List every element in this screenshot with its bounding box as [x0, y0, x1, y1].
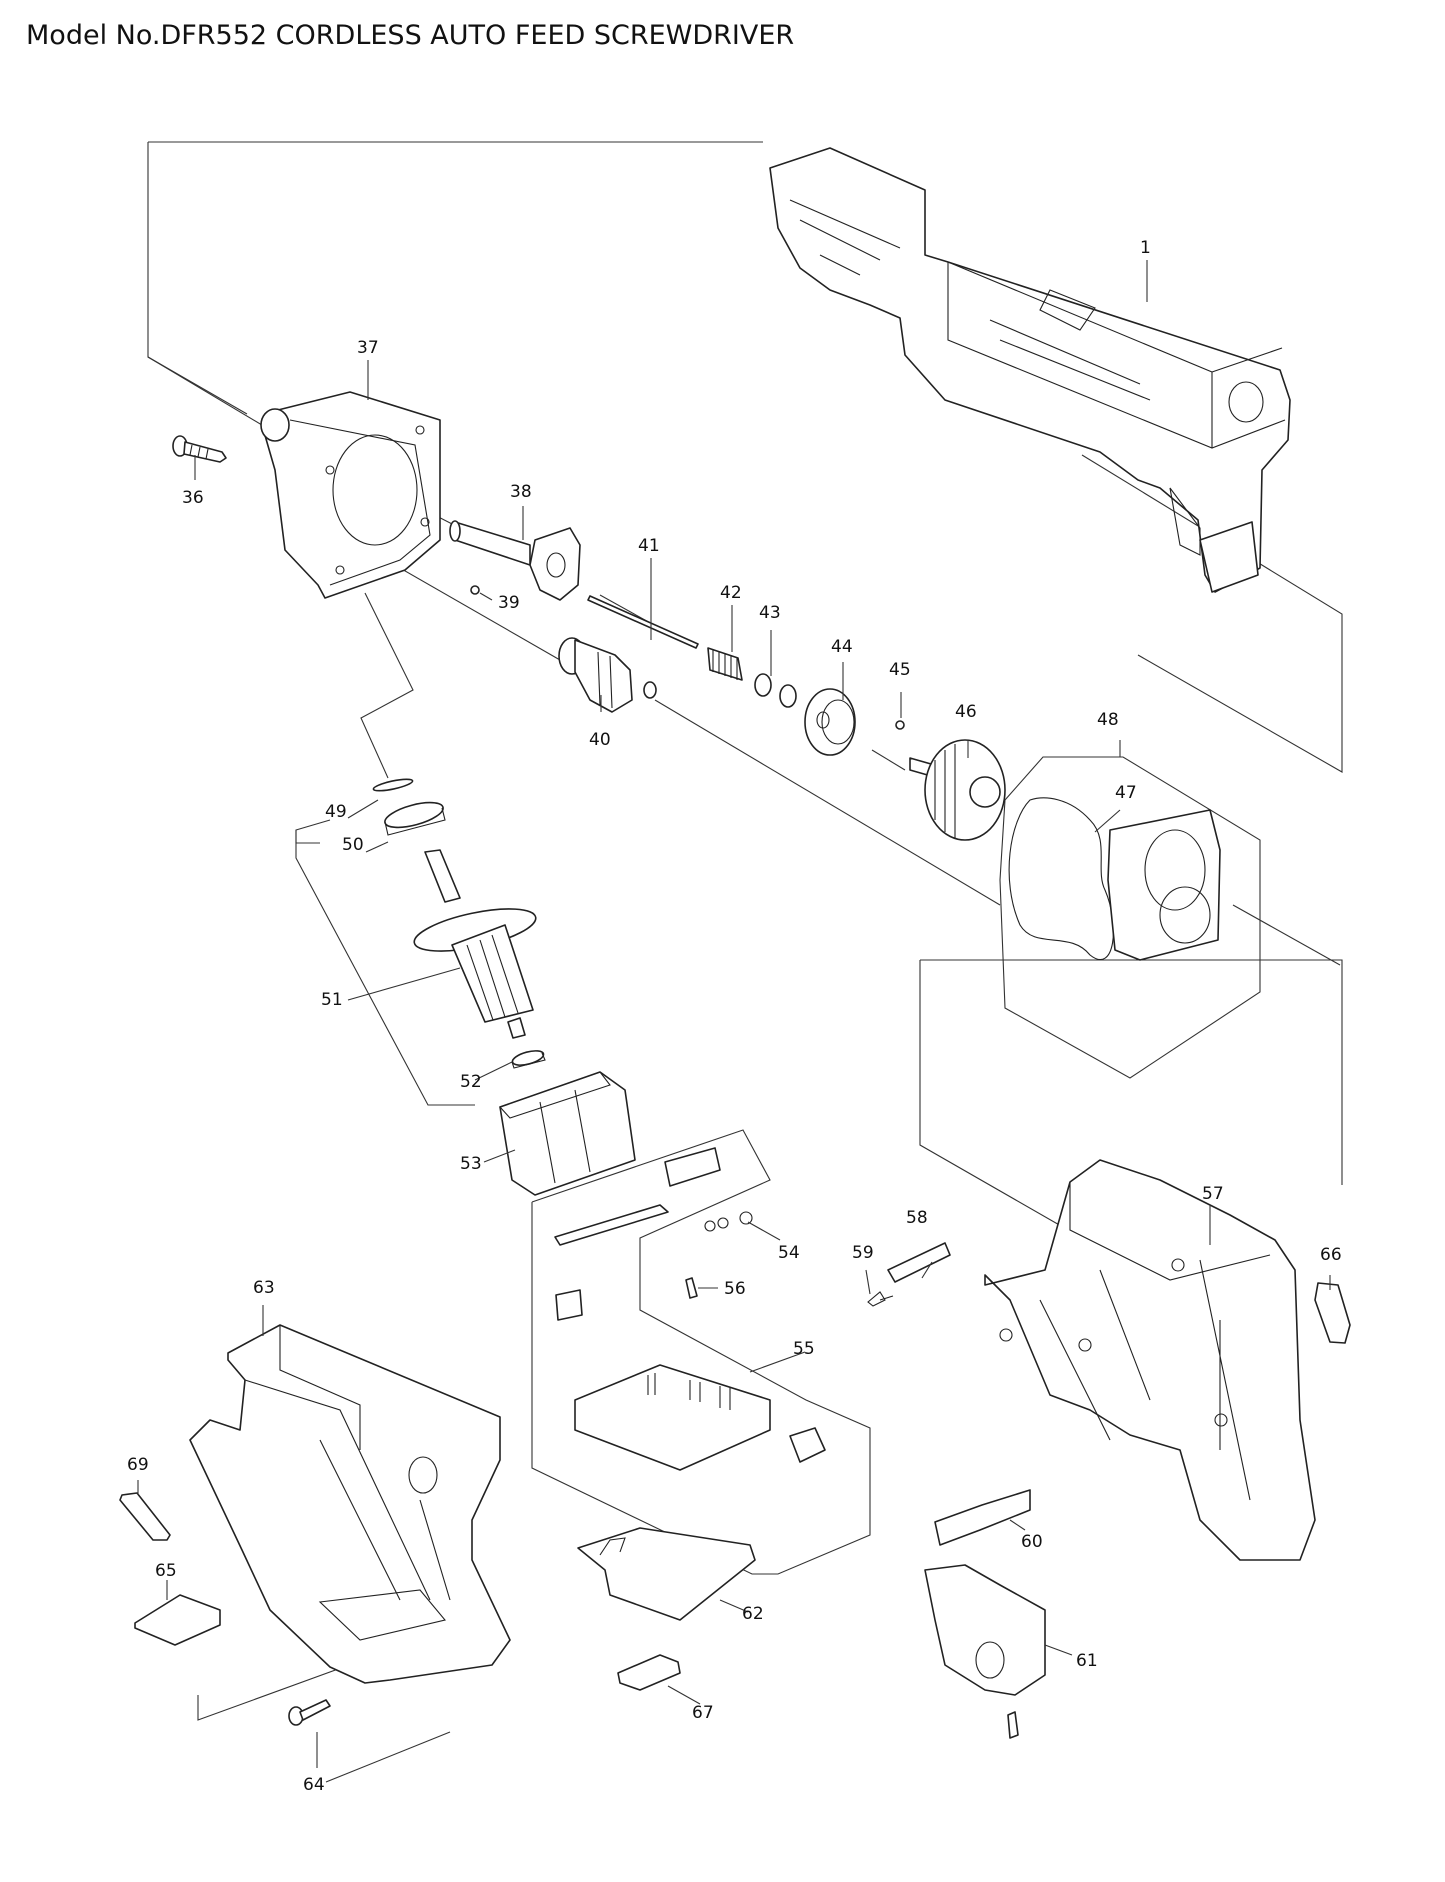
part-53-stator[interactable] [499, 1071, 636, 1196]
label-part-51: 51 [321, 990, 343, 1010]
part-42-spring[interactable] [707, 647, 743, 681]
page-title: Model No.DFR552 CORDLESS AUTO FEED SCREW… [26, 20, 795, 51]
part-57-housing-right[interactable] [984, 1159, 1316, 1561]
label-part-66: 66 [1320, 1245, 1342, 1265]
label-part-39: 39 [498, 593, 520, 613]
part-66-label[interactable] [1314, 1282, 1351, 1344]
part-47-o-ring[interactable] [1008, 797, 1114, 961]
label-part-62: 62 [742, 1604, 764, 1624]
label-part-57: 57 [1202, 1184, 1224, 1204]
label-part-48: 48 [1097, 710, 1119, 730]
part-51-rotor[interactable] [411, 849, 539, 1039]
part-46-spur-gear[interactable] [909, 739, 1006, 841]
part-54-screw[interactable] [664, 1147, 753, 1232]
part-40-spindle-clutch[interactable] [558, 637, 657, 713]
label-part-59: 59 [852, 1243, 874, 1263]
label-part-43: 43 [759, 603, 781, 623]
callout-leaders [137, 260, 1331, 1768]
part-49-retaining-ring[interactable] [372, 777, 414, 793]
label-part-44: 44 [831, 637, 853, 657]
label-part-42: 42 [720, 583, 742, 603]
part-59-torsion-spring[interactable] [867, 1291, 894, 1307]
part-56-screw[interactable] [685, 1277, 698, 1299]
label-part-61: 61 [1076, 1651, 1098, 1671]
label-part-52: 52 [460, 1072, 482, 1092]
label-part-40: 40 [589, 730, 611, 750]
part-58-lock-plate[interactable] [887, 1242, 951, 1283]
label-part-69: 69 [127, 1455, 149, 1475]
bracket-armature [295, 819, 475, 1106]
part-65-cover[interactable] [134, 1594, 221, 1646]
part-39-steel-ball[interactable] [470, 585, 480, 595]
part-63-housing-left[interactable] [189, 1324, 511, 1684]
label-part-1: 1 [1140, 238, 1151, 258]
part-38-spindle[interactable] [449, 520, 581, 601]
label-part-67: 67 [692, 1703, 714, 1723]
part-36-screw[interactable] [172, 435, 227, 463]
plate [554, 1204, 669, 1246]
part-labels: 1 36 37 38 39 40 41 42 43 44 45 46 47 48… [127, 238, 1342, 1795]
part-60-reversing-lever[interactable] [934, 1489, 1031, 1546]
part-48-bearing-box[interactable] [1107, 809, 1221, 961]
part-37-gear-housing[interactable] [260, 391, 441, 599]
part-50-ball-bearing[interactable] [382, 798, 446, 836]
label-part-65: 65 [155, 1561, 177, 1581]
label-part-60: 60 [1021, 1532, 1043, 1552]
label-part-38: 38 [510, 482, 532, 502]
label-part-53: 53 [460, 1154, 482, 1174]
part-43-flat-washer[interactable] [754, 673, 797, 708]
label-part-47: 47 [1115, 783, 1137, 803]
part-61-switch[interactable] [924, 1564, 1046, 1739]
label-part-46: 46 [955, 702, 977, 722]
part-1-attachment[interactable] [769, 147, 1291, 593]
label-part-63: 63 [253, 1278, 275, 1298]
part-41-pin[interactable] [587, 595, 699, 649]
label-part-50: 50 [342, 835, 364, 855]
label-part-41: 41 [638, 536, 660, 556]
label-part-45: 45 [889, 660, 911, 680]
part-69-label[interactable] [119, 1492, 171, 1541]
part-62-terminal[interactable] [577, 1527, 756, 1621]
label-part-58: 58 [906, 1208, 928, 1228]
label-part-56: 56 [724, 1279, 746, 1299]
bracket-bearing-box [999, 756, 1261, 1079]
part-44-cam[interactable] [804, 688, 856, 756]
part-64-screw[interactable] [288, 1699, 331, 1726]
label-part-54: 54 [778, 1243, 800, 1263]
label-part-37: 37 [357, 338, 379, 358]
part-55-controller[interactable] [574, 1364, 826, 1471]
part-45-steel-ball[interactable] [895, 720, 905, 730]
label-part-55: 55 [793, 1339, 815, 1359]
bracket-controller [531, 1129, 871, 1575]
label-part-64: 64 [303, 1775, 325, 1795]
label-part-49: 49 [325, 802, 347, 822]
label-part-36: 36 [182, 488, 204, 508]
connector [555, 1289, 583, 1321]
part-67-label[interactable] [617, 1654, 681, 1691]
part-52-ball-bearing[interactable] [511, 1048, 546, 1069]
